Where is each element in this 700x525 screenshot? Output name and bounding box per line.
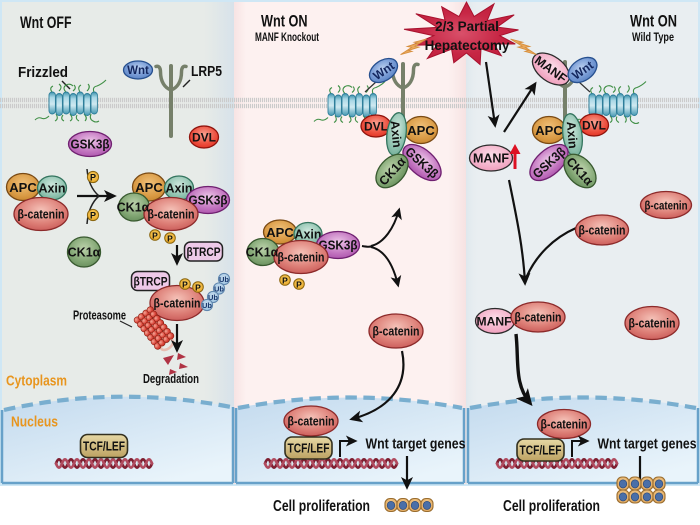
svg-text:β-catenin: β-catenin (154, 296, 201, 311)
svg-text:P: P (90, 172, 96, 182)
svg-text:DVL: DVL (364, 119, 388, 133)
svg-text:P: P (195, 282, 201, 292)
svg-text:β-catenin: β-catenin (541, 417, 588, 432)
svg-text:Proteasome: Proteasome (73, 308, 126, 323)
svg-text:CK1α: CK1α (246, 246, 279, 260)
svg-text:Ub: Ub (214, 284, 224, 293)
svg-text:Cytoplasm: Cytoplasm (6, 374, 67, 390)
svg-text:MANF: MANF (473, 152, 509, 166)
svg-text:Axin: Axin (388, 120, 405, 148)
svg-text:MANF Knockout: MANF Knockout (255, 30, 319, 44)
svg-text:Ub: Ub (219, 275, 229, 284)
svg-text:β-catenin: β-catenin (373, 324, 420, 339)
svg-text:P: P (90, 210, 96, 220)
svg-text:Cell proliferation: Cell proliferation (503, 498, 600, 515)
svg-text:APC: APC (407, 123, 435, 138)
svg-text:APC: APC (135, 180, 163, 195)
svg-text:DVL: DVL (582, 118, 606, 132)
svg-text:Wnt ON: Wnt ON (630, 13, 677, 31)
svg-text:MANF: MANF (477, 314, 512, 328)
svg-text:P: P (167, 233, 173, 243)
svg-text:Axin: Axin (165, 182, 192, 196)
svg-text:Axin: Axin (564, 121, 580, 149)
svg-text:β-catenin: β-catenin (278, 250, 325, 265)
svg-text:P: P (282, 275, 288, 285)
svg-text:β-catenin: β-catenin (148, 207, 195, 222)
svg-text:DVL: DVL (192, 130, 216, 144)
svg-text:β-catenin: β-catenin (18, 207, 65, 222)
svg-text:CK1α: CK1α (117, 201, 150, 215)
svg-text:Wnt target genes: Wnt target genes (598, 437, 697, 453)
svg-text:β-catenin: β-catenin (645, 198, 688, 212)
svg-text:Wild Type: Wild Type (632, 30, 674, 44)
svg-text:β-catenin: β-catenin (629, 316, 676, 331)
svg-text:Ub: Ub (208, 293, 218, 302)
svg-text:TCF/LEF: TCF/LEF (288, 442, 330, 456)
svg-text:Wnt ON: Wnt ON (261, 13, 308, 31)
svg-text:GSK3β: GSK3β (189, 193, 228, 208)
svg-text:βTRCP: βTRCP (134, 274, 168, 288)
svg-text:Axin: Axin (294, 228, 321, 242)
svg-text:P: P (182, 279, 188, 289)
svg-text:CK1α: CK1α (68, 246, 101, 260)
svg-text:Nucleus: Nucleus (11, 414, 58, 431)
svg-text:APC: APC (535, 123, 563, 138)
svg-text:LRP5: LRP5 (191, 63, 222, 80)
svg-text:TCF/LEF: TCF/LEF (83, 440, 125, 454)
svg-text:Wnt OFF: Wnt OFF (20, 14, 72, 32)
svg-text:GSK3β: GSK3β (71, 137, 110, 152)
svg-text:β-catenin: β-catenin (579, 223, 626, 238)
svg-text:Cell proliferation: Cell proliferation (273, 498, 370, 515)
svg-text:Degradation: Degradation (143, 372, 199, 386)
svg-text:Wnt target genes: Wnt target genes (366, 437, 466, 453)
svg-text:βTRCP: βTRCP (187, 245, 221, 259)
svg-text:Wnt: Wnt (127, 65, 149, 77)
svg-text:2/3 Partial: 2/3 Partial (435, 19, 499, 34)
svg-text:Ub: Ub (202, 301, 212, 310)
svg-text:Axin: Axin (38, 182, 65, 196)
svg-text:TCF/LEF: TCF/LEF (520, 444, 562, 458)
svg-text:P: P (152, 230, 158, 240)
svg-text:APC: APC (9, 180, 37, 195)
svg-text:GSK3β: GSK3β (319, 238, 358, 253)
svg-text:Hepatectomy: Hepatectomy (425, 38, 510, 53)
svg-text:P: P (296, 279, 302, 289)
svg-text:β-catenin: β-catenin (288, 414, 335, 429)
svg-text:APC: APC (266, 225, 294, 240)
svg-text:β-catenin: β-catenin (515, 310, 562, 325)
svg-text:Frizzled: Frizzled (18, 64, 68, 81)
